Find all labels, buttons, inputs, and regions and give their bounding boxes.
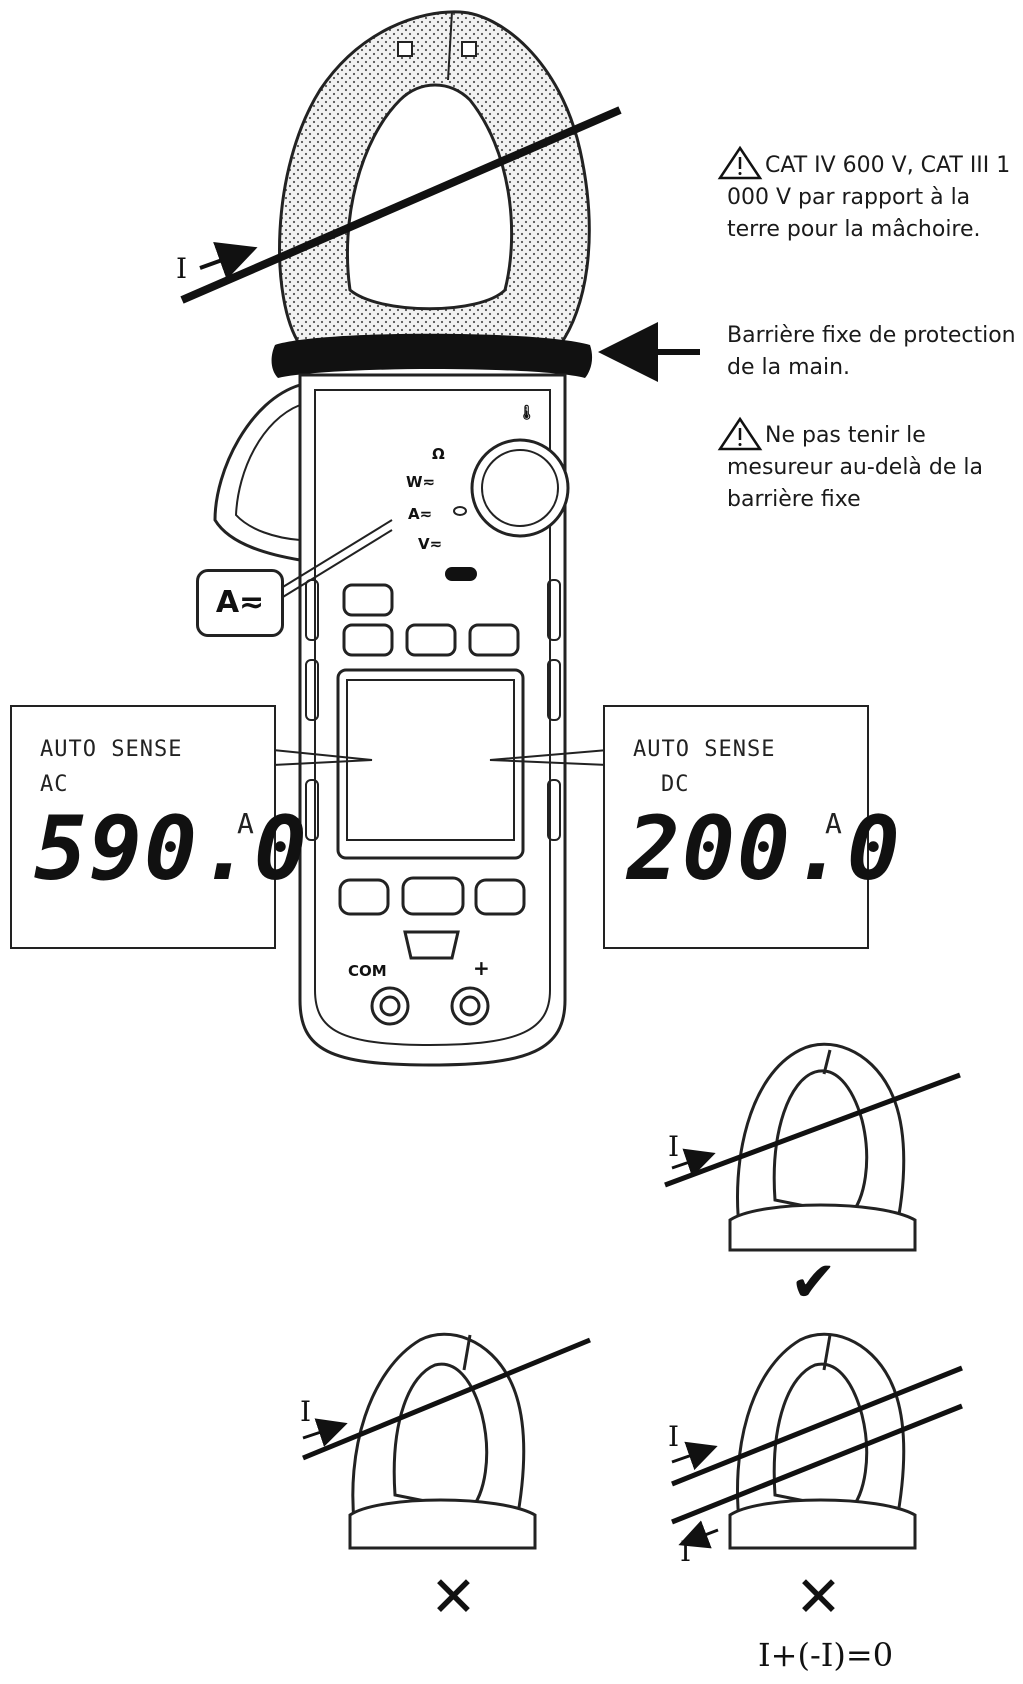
barrier-text: Barrière fixe de protection de la main. <box>727 323 1016 380</box>
ohm-label: Ω <box>432 445 445 463</box>
cross-mark-outside: ✕ <box>430 1565 477 1630</box>
ac-value: 590.0 <box>34 797 309 900</box>
plus-label: + <box>473 956 490 980</box>
meter-body <box>213 373 570 1067</box>
hand-barrier <box>271 322 700 382</box>
ac-pointer <box>272 749 373 766</box>
dc-unit: A <box>825 807 842 840</box>
example-wrong-outside <box>302 1332 591 1550</box>
dc-type: DC <box>661 772 690 797</box>
warning-icon <box>717 416 763 451</box>
current-arrow <box>199 242 258 280</box>
clamp-jaw <box>278 10 591 347</box>
cancel-formula: I+(-I)=0 <box>758 1636 894 1674</box>
function-badge: A≂ <box>196 569 284 637</box>
hold-warning-note: Ne pas tenir le mesureur au-delà de la b… <box>727 420 1017 516</box>
current-label-forward: I <box>668 1420 680 1453</box>
current-label-correct: I <box>668 1130 680 1163</box>
example-correct <box>664 1042 961 1252</box>
ac-display-panel: AUTO SENSE AC 590.0 A <box>10 705 307 949</box>
warning-icon <box>717 145 763 180</box>
current-label-main: I <box>176 252 188 285</box>
cross-mark-cancel: ✕ <box>795 1565 842 1630</box>
badge-pointer-2 <box>277 529 393 601</box>
dc-value: 200.0 <box>627 797 902 900</box>
badge-pointer <box>277 519 393 591</box>
dc-pointer <box>489 749 609 766</box>
jaw-rating-text: CAT IV 600 V, CAT III 1 000 V par rappor… <box>727 153 1011 242</box>
hold-warning-text: Ne pas tenir le mesureur au-delà de la b… <box>727 423 983 512</box>
w-label: W≂ <box>406 473 436 491</box>
dc-mode: AUTO SENSE <box>633 737 776 762</box>
check-mark: ✔ <box>790 1250 837 1315</box>
barrier-note: Barrière fixe de protection de la main. <box>727 320 1017 384</box>
a-label: A≂ <box>408 505 433 523</box>
jaw-rating-note: CAT IV 600 V, CAT III 1 000 V par rappor… <box>727 150 1017 246</box>
current-label-reverse: I <box>680 1535 692 1568</box>
example-wrong-cancel <box>671 1332 963 1550</box>
current-label-outside: I <box>300 1395 312 1428</box>
ac-type: AC <box>40 772 69 797</box>
ac-unit: A <box>237 807 254 840</box>
ac-mode: AUTO SENSE <box>40 737 183 762</box>
dc-display-panel: AUTO SENSE DC 200.0 A <box>603 705 900 949</box>
v-label: V≂ <box>418 535 443 553</box>
temp-label: 🌡 <box>518 405 536 421</box>
com-label: COM <box>348 962 387 980</box>
